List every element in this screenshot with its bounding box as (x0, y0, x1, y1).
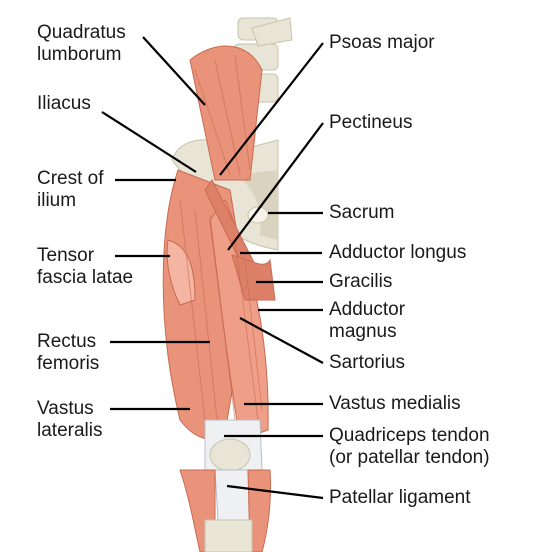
label-quadratus-lumborum-line1: Quadratus (37, 22, 126, 43)
label-tensor-fascia-latae-line1: Tensor (37, 245, 95, 266)
label-crest-of-ilium-line1: Crest of (37, 168, 104, 189)
label-psoas-major-line1: Psoas major (329, 32, 435, 53)
leader-quadratus-lumborum (142, 36, 206, 106)
label-rectus-femoris: Rectus femoris (37, 331, 99, 375)
label-patellar-ligament: Patellar ligament (329, 487, 471, 509)
label-adductor-magnus: Adductor magnus (329, 299, 405, 343)
knee-region (179, 419, 272, 552)
label-quadratus-lumborum: Quadratus lumborum (37, 22, 126, 66)
label-vastus-lateralis-line2: lateralis (37, 420, 103, 441)
label-sacrum: Sacrum (329, 202, 394, 224)
label-quadratus-lumborum-line2: lumborum (37, 44, 122, 65)
label-pectineus: Pectineus (329, 112, 412, 134)
label-tensor-fascia-latae-line2: fascia latae (37, 267, 134, 288)
label-psoas-major: Psoas major (329, 32, 435, 54)
label-quadriceps-tendon-line1: Quadriceps tendon (329, 425, 490, 446)
label-patellar-ligament-line1: Patellar ligament (329, 487, 471, 508)
label-iliacus: Iliacus (37, 93, 91, 115)
leader-lines (101, 36, 324, 500)
label-adductor-magnus-line2: magnus (329, 321, 397, 342)
label-adductor-longus: Adductor longus (329, 242, 466, 264)
label-pectineus-line1: Pectineus (329, 112, 413, 133)
label-adductor-magnus-line1: Adductor (329, 299, 406, 320)
label-vastus-medialis-line1: Vastus medialis (329, 393, 461, 414)
leader-iliacus (101, 111, 197, 173)
label-vastus-lateralis: Vastus lateralis (37, 398, 102, 442)
label-gracilis-line1: Gracilis (329, 271, 393, 292)
label-sartorius-line1: Sartorius (329, 352, 406, 373)
label-vastus-medialis: Vastus medialis (329, 393, 461, 415)
label-rectus-femoris-line1: Rectus (37, 331, 97, 352)
label-quadriceps-tendon: Quadriceps tendon (or patellar tendon) (329, 425, 490, 469)
label-crest-of-ilium-line2: ilium (37, 190, 77, 211)
leader-patellar-ligament (226, 484, 324, 500)
label-iliacus-line1: Iliacus (37, 93, 91, 114)
label-sartorius: Sartorius (329, 352, 405, 374)
leader-psoas-major (219, 42, 324, 176)
label-tensor-fascia-latae: Tensor fascia latae (37, 245, 133, 289)
leader-sartorius (239, 317, 324, 364)
label-adductor-longus-line1: Adductor longus (329, 242, 467, 263)
label-rectus-femoris-line2: femoris (37, 353, 100, 374)
label-sacrum-line1: Sacrum (329, 202, 395, 223)
label-quadriceps-tendon-line2: (or patellar tendon) (329, 447, 490, 468)
leader-pectineus (227, 122, 324, 251)
label-gracilis: Gracilis (329, 271, 392, 293)
label-crest-of-ilium: Crest of ilium (37, 168, 104, 212)
label-vastus-lateralis-line1: Vastus (37, 398, 94, 419)
